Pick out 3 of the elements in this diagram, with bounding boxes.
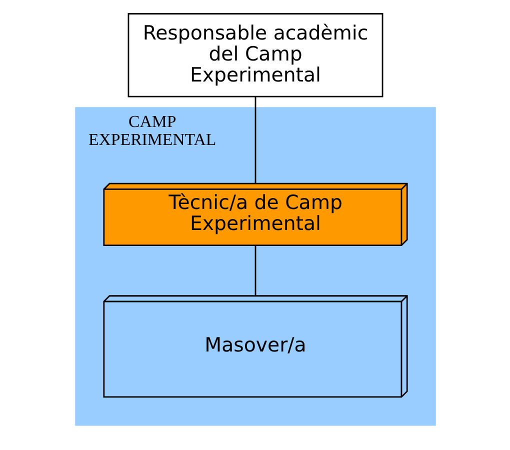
- connector: [254, 96, 256, 184]
- connector: [254, 246, 256, 296]
- node-box: Responsable acadèmic del Camp Experimental: [127, 13, 383, 98]
